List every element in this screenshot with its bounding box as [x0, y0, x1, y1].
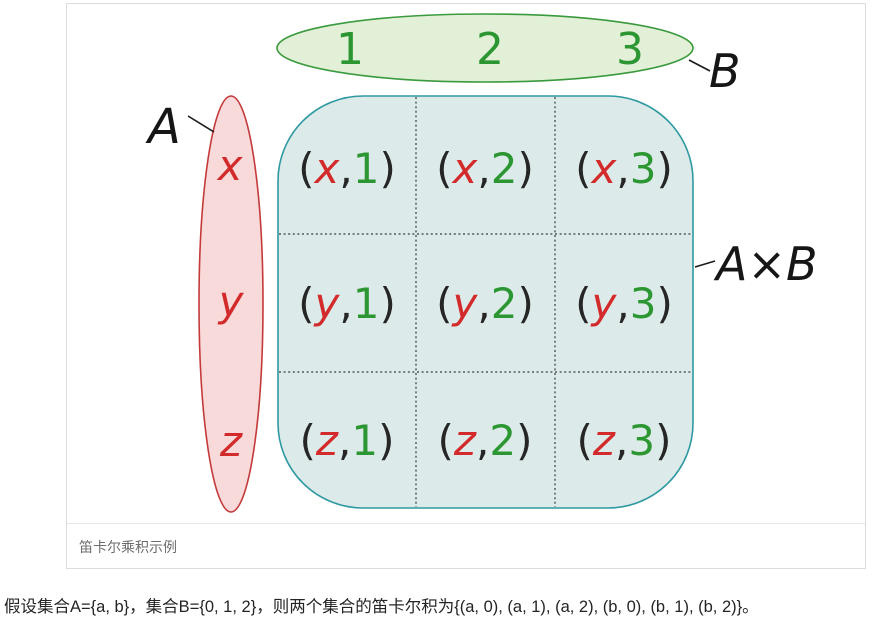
pair-number: 3 — [630, 279, 657, 328]
pair-letter: x — [590, 144, 618, 193]
pair-cell-x1: (x,1) — [298, 144, 396, 193]
pair-comma: , — [477, 144, 490, 193]
set-b-item-3: 3 — [616, 24, 644, 75]
pair-comma: , — [616, 279, 629, 328]
paren-open: ( — [577, 416, 593, 465]
paren-open: ( — [436, 279, 452, 328]
set-b-item-2: 2 — [476, 24, 504, 75]
set-a-label: A — [145, 99, 181, 155]
paren-open: ( — [438, 416, 454, 465]
paren-close: ) — [656, 279, 672, 328]
paren-open: ( — [575, 279, 591, 328]
pair-letter: z — [592, 416, 616, 465]
pair-comma: , — [338, 416, 351, 465]
product-label: A×B — [713, 237, 818, 291]
paren-close: ) — [517, 279, 533, 328]
set-a-item-y: y — [217, 277, 245, 326]
connector-axb-line — [694, 260, 716, 268]
paren-open: ( — [575, 144, 591, 193]
cartesian-product-diagram: 1 2 3 x y z (x,1) (x,2) (x,3) (y,1) (y,2… — [67, 4, 865, 522]
paren-open: ( — [298, 144, 314, 193]
diagram-svg: 1 2 3 x y z (x,1) (x,2) (x,3) (y,1) (y,2… — [145, 13, 818, 513]
pair-comma: , — [615, 416, 628, 465]
body-text: 假设集合A={a, b}，集合B={0, 1, 2}，则两个集合的笛卡尔积为{(… — [4, 598, 759, 616]
pair-number: 1 — [353, 144, 380, 193]
pair-cell-z3: (z,3) — [577, 416, 672, 465]
pair-cell-y2: (y,2) — [436, 279, 534, 328]
pair-comma: , — [477, 279, 490, 328]
connector-b-line — [688, 59, 711, 72]
pair-letter: z — [453, 416, 477, 465]
pair-cell-x2: (x,2) — [436, 144, 534, 193]
pair-number: 2 — [491, 144, 518, 193]
figure-caption: 笛卡尔乘积示例 — [67, 523, 865, 568]
paren-close: ) — [655, 416, 671, 465]
product-set-box — [277, 95, 694, 509]
pair-letter: y — [590, 279, 618, 328]
pair-letter: z — [315, 416, 339, 465]
pair-cell-y1: (y,1) — [298, 279, 396, 328]
pair-number: 1 — [353, 279, 380, 328]
pair-letter: x — [451, 144, 479, 193]
paren-open: ( — [300, 416, 316, 465]
paren-close: ) — [379, 279, 395, 328]
paren-close: ) — [656, 144, 672, 193]
set-b-item-1: 1 — [336, 24, 364, 75]
pair-number: 2 — [491, 279, 518, 328]
paren-open: ( — [298, 279, 314, 328]
pair-letter: x — [313, 144, 341, 193]
pair-comma: , — [339, 279, 352, 328]
set-a-item-z: z — [219, 417, 243, 466]
pair-cell-y3: (y,3) — [575, 279, 673, 328]
pair-number: 2 — [489, 416, 516, 465]
pair-comma: , — [339, 144, 352, 193]
paren-close: ) — [379, 144, 395, 193]
figure-box: 1 2 3 x y z (x,1) (x,2) (x,3) (y,1) (y,2… — [66, 3, 866, 569]
set-b-ellipse — [276, 13, 694, 83]
set-a-ellipse — [198, 95, 264, 513]
set-b-label: B — [709, 44, 741, 98]
paren-close: ) — [516, 416, 532, 465]
pair-number: 3 — [628, 416, 655, 465]
pair-cell-x3: (x,3) — [575, 144, 673, 193]
pair-cell-z2: (z,2) — [438, 416, 533, 465]
pair-number: 1 — [351, 416, 378, 465]
paren-close: ) — [517, 144, 533, 193]
pair-comma: , — [476, 416, 489, 465]
paren-close: ) — [378, 416, 394, 465]
pair-cell-z1: (z,1) — [300, 416, 395, 465]
pair-letter: y — [451, 279, 479, 328]
connector-a-line — [187, 115, 215, 133]
pair-comma: , — [616, 144, 629, 193]
pair-number: 3 — [630, 144, 657, 193]
pair-letter: y — [313, 279, 341, 328]
set-a-item-x: x — [216, 141, 244, 190]
paren-open: ( — [436, 144, 452, 193]
